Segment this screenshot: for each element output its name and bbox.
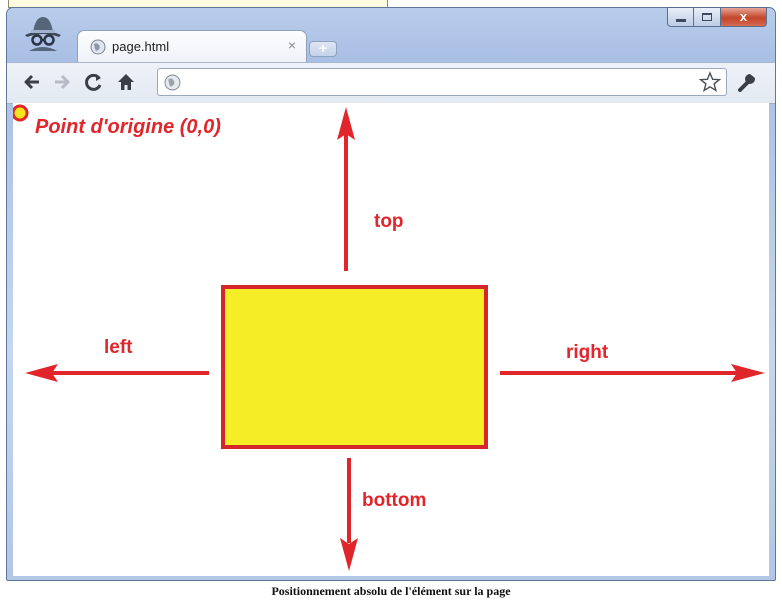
tab-title: page.html bbox=[112, 39, 170, 54]
left-label: left bbox=[104, 337, 133, 358]
maximize-button[interactable] bbox=[694, 7, 721, 27]
bottom-label: bottom bbox=[362, 490, 426, 511]
incognito-icon bbox=[25, 17, 61, 51]
positioning-diagram: Point d'origine (0,0) top left right bot… bbox=[11, 104, 765, 571]
home-icon[interactable] bbox=[115, 71, 137, 93]
page-content: Point d'origine (0,0) top left right bot… bbox=[11, 103, 769, 576]
left-arrowhead bbox=[25, 364, 58, 382]
address-bar[interactable] bbox=[157, 68, 727, 96]
new-tab-button[interactable]: + bbox=[309, 41, 337, 57]
figure-caption: Positionnement absolu de l'élément sur l… bbox=[271, 584, 511, 598]
origin-point bbox=[11, 104, 29, 122]
top-arrowhead bbox=[337, 107, 355, 140]
tab-page-html[interactable]: page.html × bbox=[77, 30, 307, 62]
tab-close-icon[interactable]: × bbox=[287, 37, 296, 53]
wrench-icon[interactable] bbox=[735, 71, 757, 93]
top-label: top bbox=[374, 211, 404, 232]
positioned-element bbox=[221, 285, 488, 449]
close-button[interactable]: x bbox=[721, 7, 767, 27]
window-controls: x bbox=[667, 7, 767, 29]
minimize-button[interactable] bbox=[667, 7, 694, 27]
reload-icon[interactable] bbox=[83, 71, 105, 93]
title-bar: page.html × + x bbox=[7, 7, 775, 62]
star-icon[interactable] bbox=[699, 71, 721, 93]
back-icon[interactable] bbox=[21, 71, 43, 93]
globe-icon bbox=[90, 39, 106, 55]
globe-icon bbox=[164, 74, 181, 91]
right-arrowhead bbox=[731, 364, 765, 382]
maximize-icon bbox=[702, 13, 712, 21]
bottom-arrowhead bbox=[340, 538, 358, 571]
toolbar bbox=[7, 62, 775, 104]
browser-window: page.html × + x bbox=[6, 7, 776, 581]
forward-icon[interactable] bbox=[51, 71, 73, 93]
origin-label: Point d'origine (0,0) bbox=[35, 116, 221, 138]
minimize-icon bbox=[676, 19, 686, 22]
right-label: right bbox=[566, 342, 609, 363]
